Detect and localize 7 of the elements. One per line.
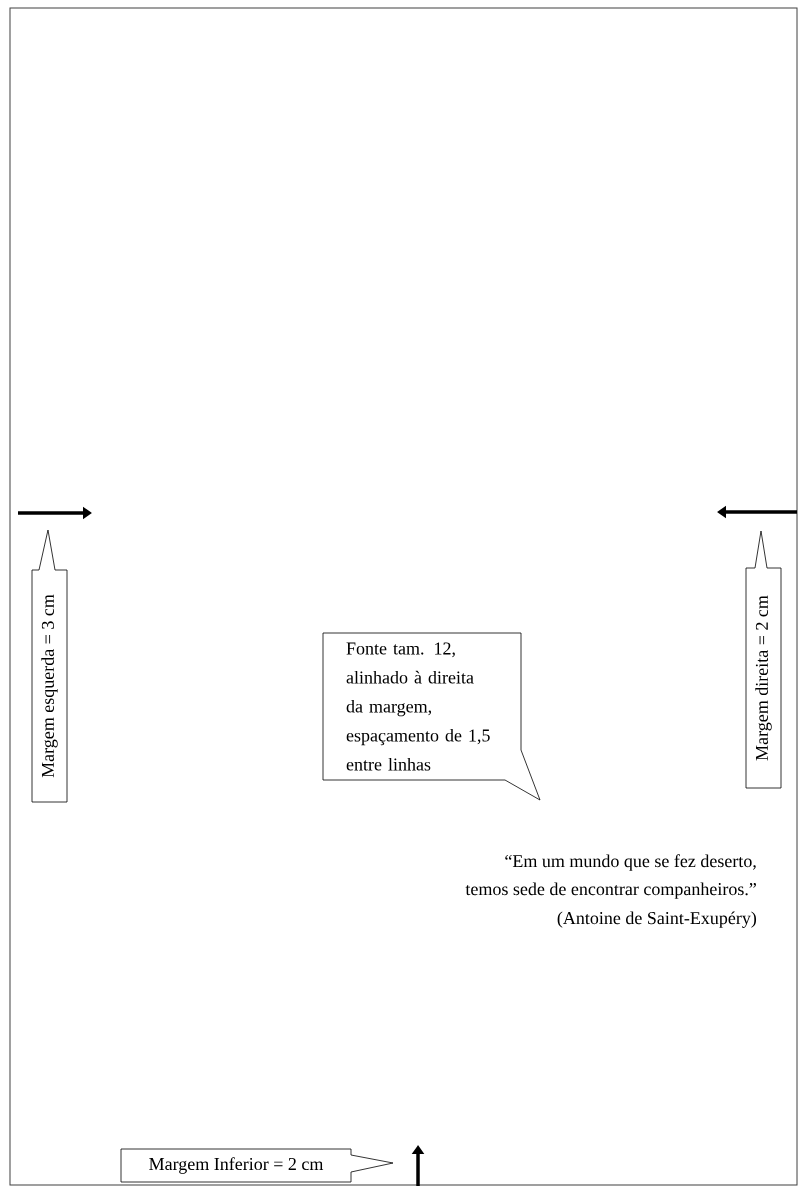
callout-bubble: Margem Inferior = 2 cm	[120, 1148, 394, 1183]
quote-text: “Em um mundo que se fez deserto,	[505, 854, 756, 871]
quote-text: temos sede de encontrar companheiros.”	[465, 882, 756, 899]
quote-text: (Antoine de Saint-Exupéry)	[557, 911, 757, 928]
callout-bubble: Fonte tam. 12, alinhado à direita da margem, espaçamento de 1,5 entre linhas	[322, 632, 541, 801]
callout-bubble: Margem direita = 2 cm	[745, 530, 782, 789]
callout-bubble: Margem esquerda = 3 cm	[31, 529, 68, 803]
